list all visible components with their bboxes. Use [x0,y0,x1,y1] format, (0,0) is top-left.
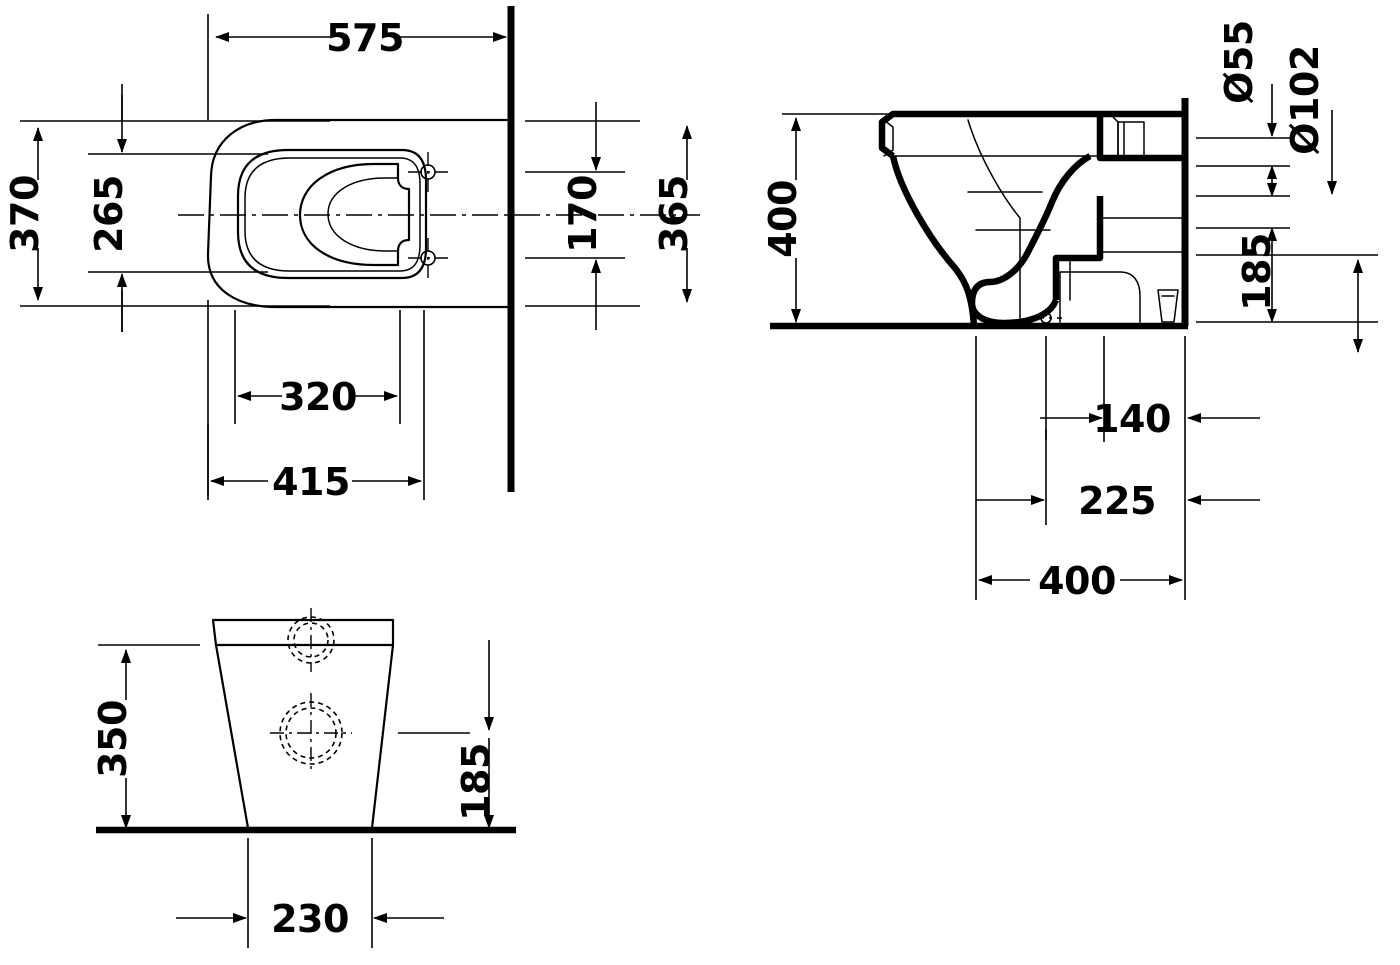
plan-dim-415-label: 415 [272,460,350,504]
front-supply-inner-circle [293,622,329,658]
front-dim-185-label: 185 [454,743,498,821]
side-dim-400h-label: 400 [761,180,805,258]
side-foot-detail [1157,289,1179,323]
plan-fixing-hole-lower [408,238,448,278]
front-supply-outlet [280,608,344,672]
side-trap-riser [1052,236,1104,300]
plan-view-group: 575 370 265 320 415 170 365 [3,6,700,504]
side-view-group: 400 [761,20,1378,603]
plan-seat-outer [236,148,428,280]
plan-body-outline [206,118,513,309]
plan-seat-inner [244,157,421,272]
side-rim-nose [883,119,894,157]
plan-dim-575-label: 575 [326,16,404,60]
side-supply-pipe [1117,121,1145,157]
front-view-group: 350 185 230 [91,608,516,948]
side-rim-top [878,110,1185,159]
front-waste-outlet [270,693,352,773]
plan-bowl-inner-2 [298,162,411,267]
front-supply-outer-circle [287,616,335,664]
front-dim-230-label: 230 [271,897,349,941]
plan-bowl-inner-1 [327,177,398,252]
front-body-outline [211,618,395,830]
side-bowl-inner-front [967,119,1021,319]
side-dim-185-label: 185 [1235,233,1279,311]
plan-dim-170-label: 170 [561,175,605,253]
side-dim-140-label: 140 [1093,397,1171,441]
side-dim-225-label: 225 [1078,479,1156,523]
side-bowl-wall [989,153,1092,286]
side-rim-inner-line [892,113,1119,157]
side-dim-d55-label: Ø55 [1217,20,1261,104]
side-trap-bottom [968,278,1060,327]
side-base-block [1059,271,1141,323]
side-supply-box-outline [1096,117,1185,162]
plan-fixing-hole-upper [408,152,448,192]
side-dim-d102-label: Ø102 [1283,45,1327,155]
plan-dim-370-label: 370 [3,175,47,253]
side-front-skirt [889,155,978,327]
front-dim-350-label: 350 [91,700,135,778]
side-dim-400w-label: 400 [1038,559,1116,603]
plan-dim-265-label: 265 [87,175,131,253]
plan-dim-320-label: 320 [279,375,357,419]
plan-dim-365-label: 365 [652,175,696,253]
